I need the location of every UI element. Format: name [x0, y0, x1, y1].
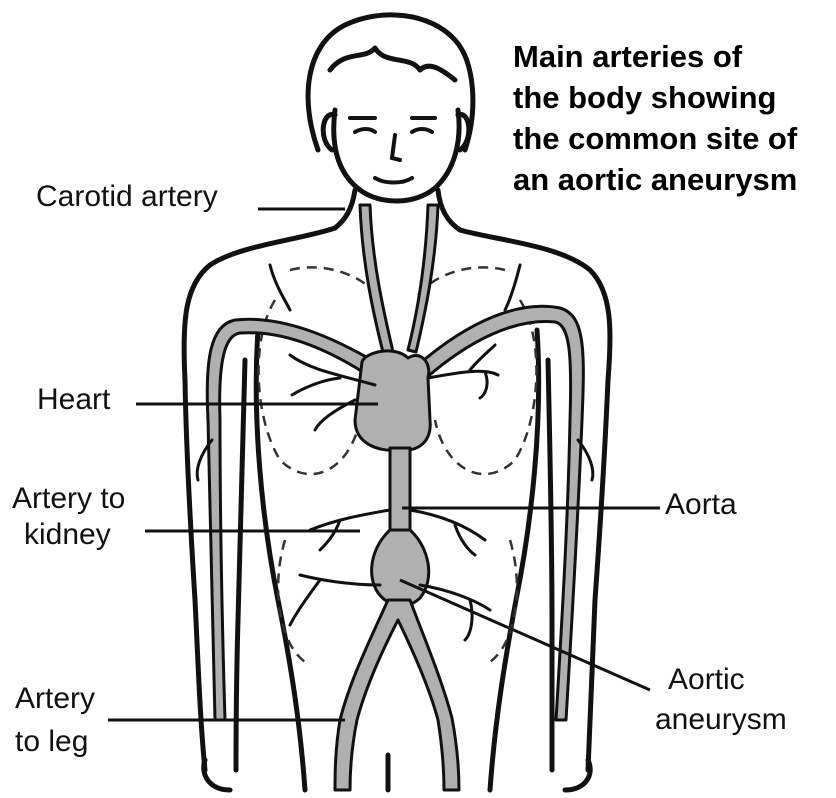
- label-aortic-aneurysm-line1: Aortic: [668, 663, 745, 697]
- label-aortic-aneurysm-line2: aneurysm: [655, 703, 787, 737]
- figure-title: Main arteries of the body showing the co…: [513, 36, 833, 200]
- label-heart: Heart: [37, 383, 110, 417]
- label-carotid-artery: Carotid artery: [36, 180, 218, 214]
- label-artery-to-kidney-line1: Artery to: [12, 482, 125, 516]
- label-aorta: Aorta: [665, 488, 737, 522]
- heart-shape: [355, 351, 430, 450]
- title-line-4: an aortic aneurysm: [513, 159, 833, 200]
- label-artery-to-leg-line1: Artery: [15, 682, 95, 716]
- label-artery-to-kidney-line2: kidney: [24, 518, 111, 552]
- title-line-2: the body showing: [513, 77, 833, 118]
- label-artery-to-leg-line2: to leg: [15, 725, 88, 759]
- title-line-1: Main arteries of: [513, 36, 833, 77]
- title-line-3: the common site of: [513, 118, 833, 159]
- face: [350, 118, 435, 183]
- aorta-shape: [390, 448, 410, 540]
- aneurysm-shape: [372, 530, 429, 606]
